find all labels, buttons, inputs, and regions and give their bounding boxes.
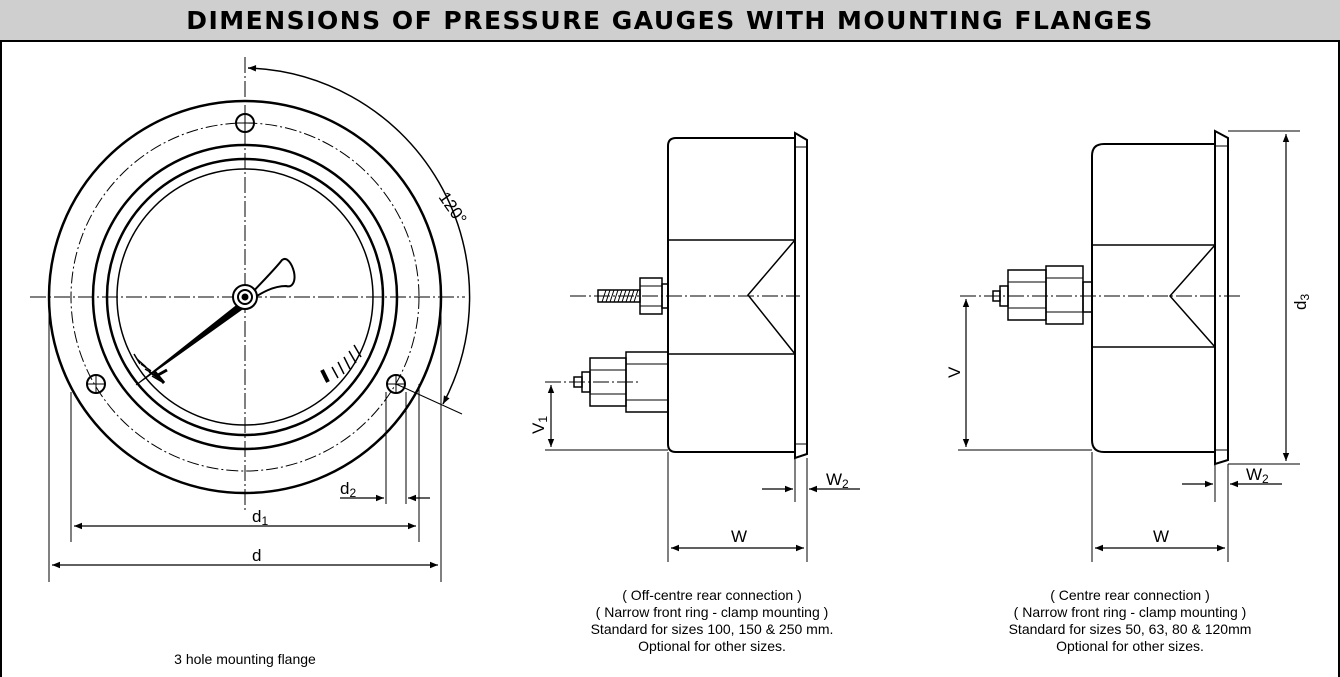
front-view-caption: 3 hole mounting flange <box>174 651 316 667</box>
case-body <box>1091 143 1216 453</box>
dim-label-w2: W2 <box>826 470 849 491</box>
mounting-hole-left <box>86 374 106 394</box>
off-centre-caption-line-4: Optional for other sizes. <box>638 638 786 654</box>
dim-label-v: V <box>945 366 964 378</box>
front-view <box>30 57 471 582</box>
centre-caption-line-2: ( Narrow front ring - clamp mounting ) <box>1014 604 1247 620</box>
upper-stem-collar <box>661 283 669 309</box>
threaded-stud <box>597 289 641 303</box>
centre-caption-line-4: Optional for other sizes. <box>1056 638 1204 654</box>
technical-drawing: 120° d d1 d2 3 hole mounting flange <box>30 57 1312 667</box>
dim-label-d: d <box>252 546 261 565</box>
dim-label-w: W <box>731 527 747 546</box>
off-centre-caption-line-1: ( Off-centre rear connection ) <box>622 587 801 603</box>
angle-label: 120° <box>435 188 471 228</box>
dim-label-d1: d1 <box>252 507 268 528</box>
title-bar: DIMENSIONS OF PRESSURE GAUGES WITH MOUNT… <box>0 0 1340 42</box>
dim-label-d2: d2 <box>340 479 356 500</box>
centre-caption-line-1: ( Centre rear connection ) <box>1050 587 1210 603</box>
front-ring <box>1214 129 1229 466</box>
side-view-centre-labels: W W2 V d3 ( Centre rear connection ) ( N… <box>945 294 1312 654</box>
socket-v-notch <box>747 239 796 355</box>
dim-label-w2: W2 <box>1246 465 1269 486</box>
centre-caption-line-3: Standard for sizes 50, 63, 80 & 120mm <box>1009 621 1252 637</box>
mounting-hole-top <box>235 113 255 133</box>
side-view-centre <box>958 129 1300 562</box>
socket-v-notch <box>1168 244 1216 348</box>
dim-label-v1: V1 <box>529 416 550 434</box>
angle-radial-line <box>395 383 463 415</box>
gauge-pointer <box>135 258 296 386</box>
socket-block <box>668 239 796 355</box>
rear-connection-fitting <box>573 351 669 413</box>
page-title: DIMENSIONS OF PRESSURE GAUGES WITH MOUNT… <box>186 5 1154 35</box>
side-view-off-centre-labels: W W2 V1 ( Off-centre rear connection ) (… <box>529 416 849 654</box>
centre-connection-fitting <box>992 265 1093 325</box>
off-centre-caption-line-2: ( Narrow front ring - clamp mounting ) <box>596 604 829 620</box>
dim-label-w: W <box>1153 527 1169 546</box>
off-centre-caption-line-3: Standard for sizes 100, 150 & 250 mm. <box>591 621 834 637</box>
angle-arc-120 <box>247 65 471 405</box>
side-view-off-centre <box>545 131 860 562</box>
dim-label-d3: d3 <box>1291 294 1312 310</box>
case-body <box>667 137 796 453</box>
